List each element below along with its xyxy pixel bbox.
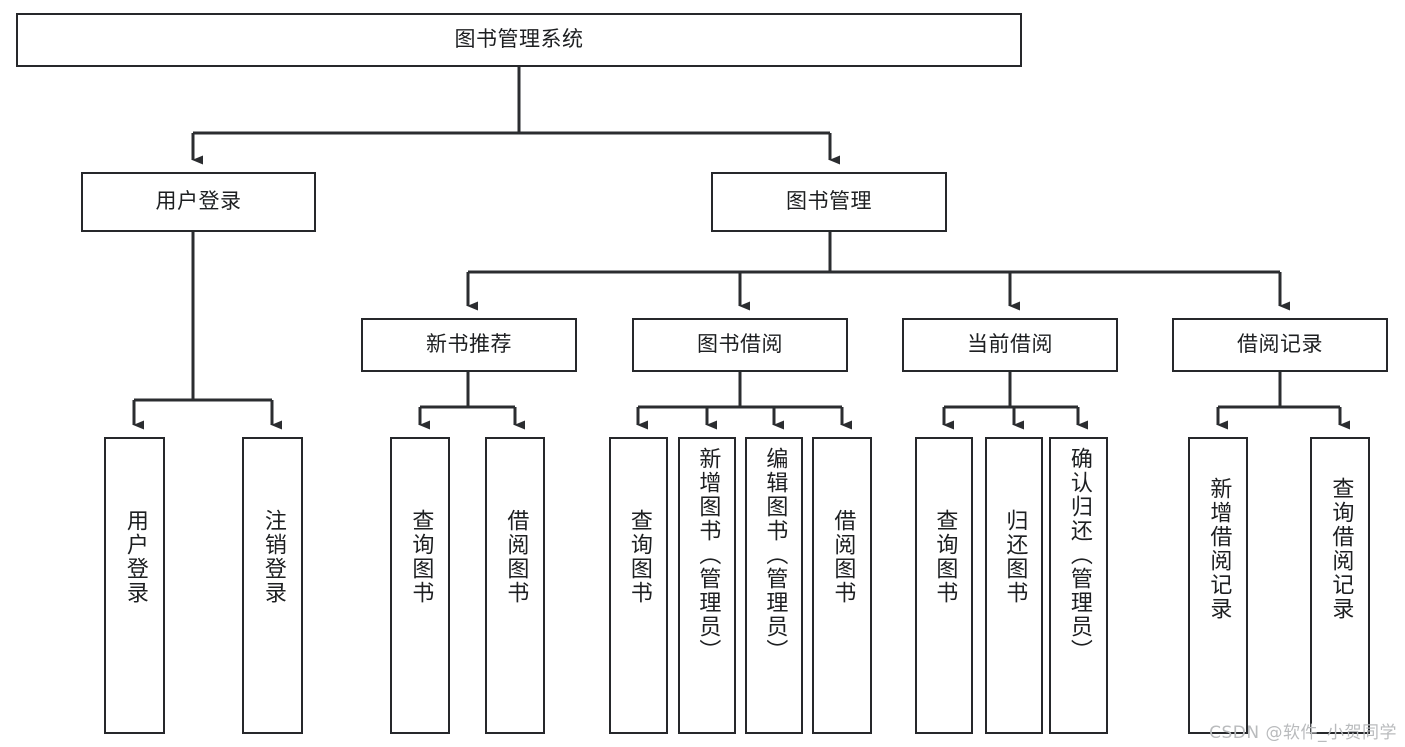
- node-book-borrow[interactable]: 图书借阅: [632, 318, 848, 372]
- node-leaf-query-record-label: 查询借阅记录: [1328, 477, 1354, 621]
- node-book-borrow-label: 图书借阅: [697, 332, 783, 357]
- node-user-login[interactable]: 用户登录: [81, 172, 316, 232]
- node-leaf-edit-book-label: 编辑图书（管理员）: [762, 447, 788, 663]
- node-leaf-borrow-book-2-label: 借阅图书: [830, 509, 856, 605]
- node-leaf-return-book[interactable]: 归还图书: [985, 437, 1043, 734]
- node-current-borrow[interactable]: 当前借阅: [902, 318, 1118, 372]
- node-new-book-recommend[interactable]: 新书推荐: [361, 318, 577, 372]
- node-book-manage[interactable]: 图书管理: [711, 172, 947, 232]
- node-leaf-query-book-1[interactable]: 查询图书: [390, 437, 450, 734]
- node-leaf-query-book-2-label: 查询图书: [626, 509, 652, 605]
- node-leaf-add-book[interactable]: 新增图书（管理员）: [678, 437, 736, 734]
- node-leaf-borrow-book-2[interactable]: 借阅图书: [812, 437, 872, 734]
- node-leaf-query-record[interactable]: 查询借阅记录: [1310, 437, 1370, 734]
- node-leaf-query-book-3-label: 查询图书: [932, 509, 958, 605]
- node-leaf-add-record[interactable]: 新增借阅记录: [1188, 437, 1248, 734]
- node-leaf-add-record-label: 新增借阅记录: [1206, 477, 1232, 621]
- node-root-label: 图书管理系统: [454, 27, 584, 52]
- node-leaf-query-book-1-label: 查询图书: [408, 509, 434, 605]
- node-leaf-query-book-3[interactable]: 查询图书: [915, 437, 973, 734]
- node-book-manage-label: 图书管理: [786, 189, 872, 214]
- node-leaf-confirm-return[interactable]: 确认归还（管理员）: [1049, 437, 1108, 734]
- node-leaf-edit-book[interactable]: 编辑图书（管理员）: [745, 437, 803, 734]
- node-leaf-add-book-label: 新增图书（管理员）: [695, 447, 721, 663]
- node-leaf-user-logout[interactable]: 注销登录: [242, 437, 303, 734]
- node-leaf-user-login-label: 用户登录: [122, 509, 148, 605]
- node-new-book-recommend-label: 新书推荐: [426, 332, 512, 357]
- node-user-login-label: 用户登录: [155, 189, 242, 214]
- node-leaf-borrow-book-1[interactable]: 借阅图书: [485, 437, 545, 734]
- node-current-borrow-label: 当前借阅: [967, 332, 1053, 357]
- node-borrow-record-label: 借阅记录: [1237, 332, 1323, 357]
- node-leaf-user-logout-label: 注销登录: [260, 509, 286, 605]
- node-borrow-record[interactable]: 借阅记录: [1172, 318, 1388, 372]
- node-leaf-borrow-book-1-label: 借阅图书: [503, 509, 529, 605]
- node-root[interactable]: 图书管理系统: [16, 13, 1022, 67]
- node-leaf-user-login[interactable]: 用户登录: [104, 437, 165, 734]
- watermark-text: CSDN @软件_小贺同学: [1209, 723, 1397, 743]
- node-leaf-query-book-2[interactable]: 查询图书: [609, 437, 668, 734]
- node-leaf-confirm-return-label: 确认归还（管理员）: [1066, 447, 1092, 663]
- node-leaf-return-book-label: 归还图书: [1002, 509, 1028, 605]
